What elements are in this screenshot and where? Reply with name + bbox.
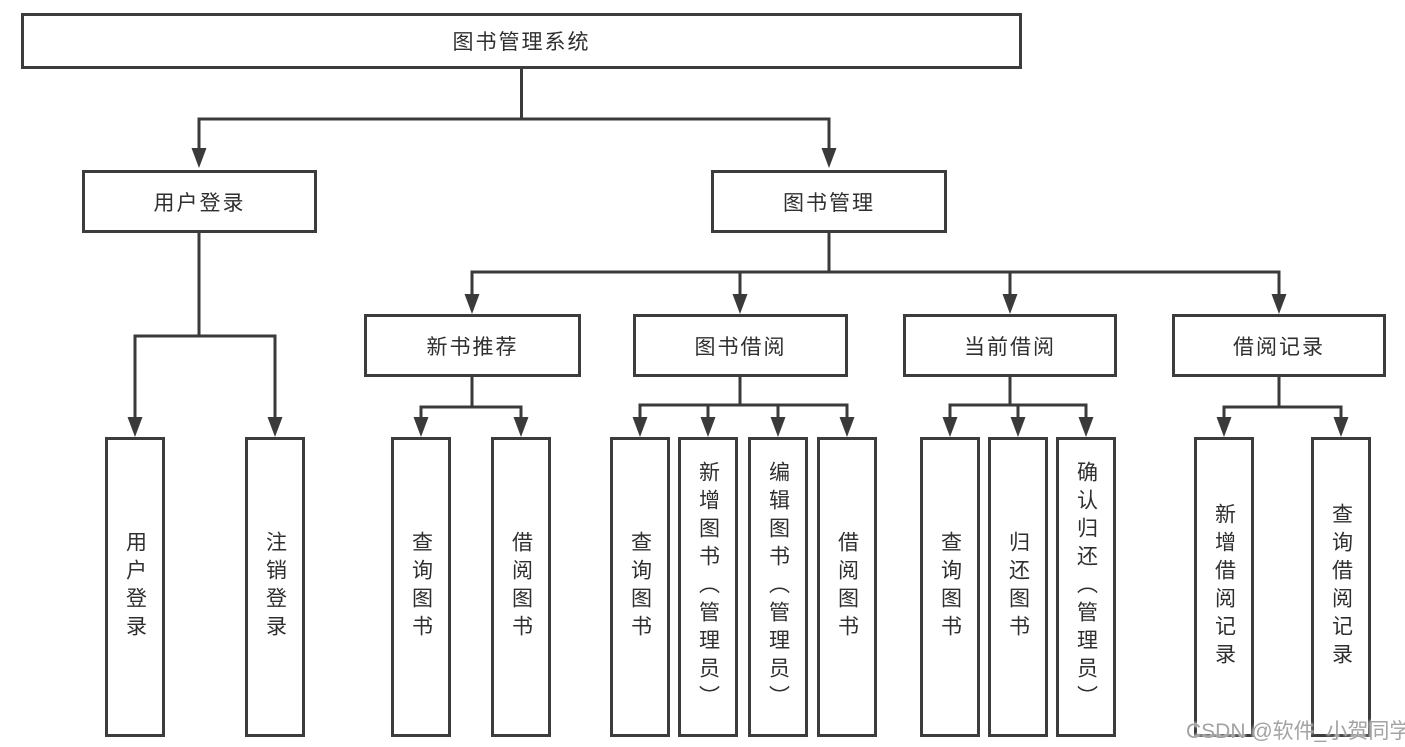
node-leaf-bb-query-books-label: 查询图书	[628, 531, 652, 643]
node-borrowing-records: 借阅记录	[1172, 314, 1386, 377]
node-leaf-logout: 注销登录	[245, 437, 305, 737]
node-leaf-br-add-record: 新增借阅记录	[1194, 437, 1254, 737]
node-leaf-cb-return-books-label: 归还图书	[1006, 531, 1030, 643]
node-leaf-cb-query-books-label: 查询图书	[938, 531, 962, 643]
node-library-system: 图书管理系统	[21, 13, 1022, 69]
node-leaf-bb-add-books-admin: 新增图书（管理员）	[678, 437, 738, 737]
node-user-login-group-label: 用户登录	[153, 191, 246, 215]
node-leaf-bb-query-books: 查询图书	[610, 437, 670, 737]
node-leaf-user-login-label: 用户登录	[123, 531, 147, 643]
node-leaf-logout-label: 注销登录	[263, 531, 287, 643]
node-leaf-bb-borrow-books: 借阅图书	[817, 437, 877, 737]
csdn-watermark: CSDN @软件_小贺同学	[1186, 720, 1405, 743]
node-current-borrowing-label: 当前借阅	[964, 335, 1056, 359]
node-leaf-cb-query-books: 查询图书	[920, 437, 980, 737]
node-book-management-label: 图书管理	[783, 191, 875, 215]
node-leaf-nb-query-books: 查询图书	[391, 437, 451, 737]
node-leaf-nb-borrow-books: 借阅图书	[491, 437, 551, 737]
node-leaf-cb-return-books: 归还图书	[988, 437, 1048, 737]
node-leaf-nb-borrow-books-label: 借阅图书	[509, 531, 533, 643]
node-book-borrowing: 图书借阅	[633, 314, 848, 377]
node-leaf-user-login: 用户登录	[105, 437, 165, 737]
node-leaf-nb-query-books-label: 查询图书	[409, 531, 433, 643]
node-book-management: 图书管理	[711, 170, 947, 233]
node-leaf-br-query-record-label: 查询借阅记录	[1329, 503, 1353, 671]
node-leaf-br-add-record-label: 新增借阅记录	[1212, 503, 1236, 671]
node-new-book-recommend-label: 新书推荐	[426, 335, 519, 359]
node-leaf-bb-borrow-books-label: 借阅图书	[835, 531, 859, 643]
arrowheads	[127, 148, 1349, 437]
node-library-system-label: 图书管理系统	[452, 31, 591, 54]
node-leaf-cb-confirm-return-admin: 确认归还（管理员）	[1056, 437, 1116, 737]
node-new-book-recommend: 新书推荐	[364, 314, 581, 377]
node-book-borrowing-label: 图书借阅	[694, 335, 787, 359]
node-current-borrowing: 当前借阅	[903, 314, 1117, 377]
node-leaf-cb-confirm-return-admin-label: 确认归还（管理员）	[1074, 461, 1098, 713]
node-leaf-bb-add-books-admin-label: 新增图书（管理员）	[696, 461, 720, 713]
node-leaf-br-query-record: 查询借阅记录	[1311, 437, 1371, 737]
node-user-login-group: 用户登录	[82, 170, 317, 233]
node-leaf-bb-edit-books-admin-label: 编辑图书（管理员）	[766, 461, 790, 713]
node-leaf-bb-edit-books-admin: 编辑图书（管理员）	[748, 437, 808, 737]
node-borrowing-records-label: 借阅记录	[1233, 335, 1325, 359]
